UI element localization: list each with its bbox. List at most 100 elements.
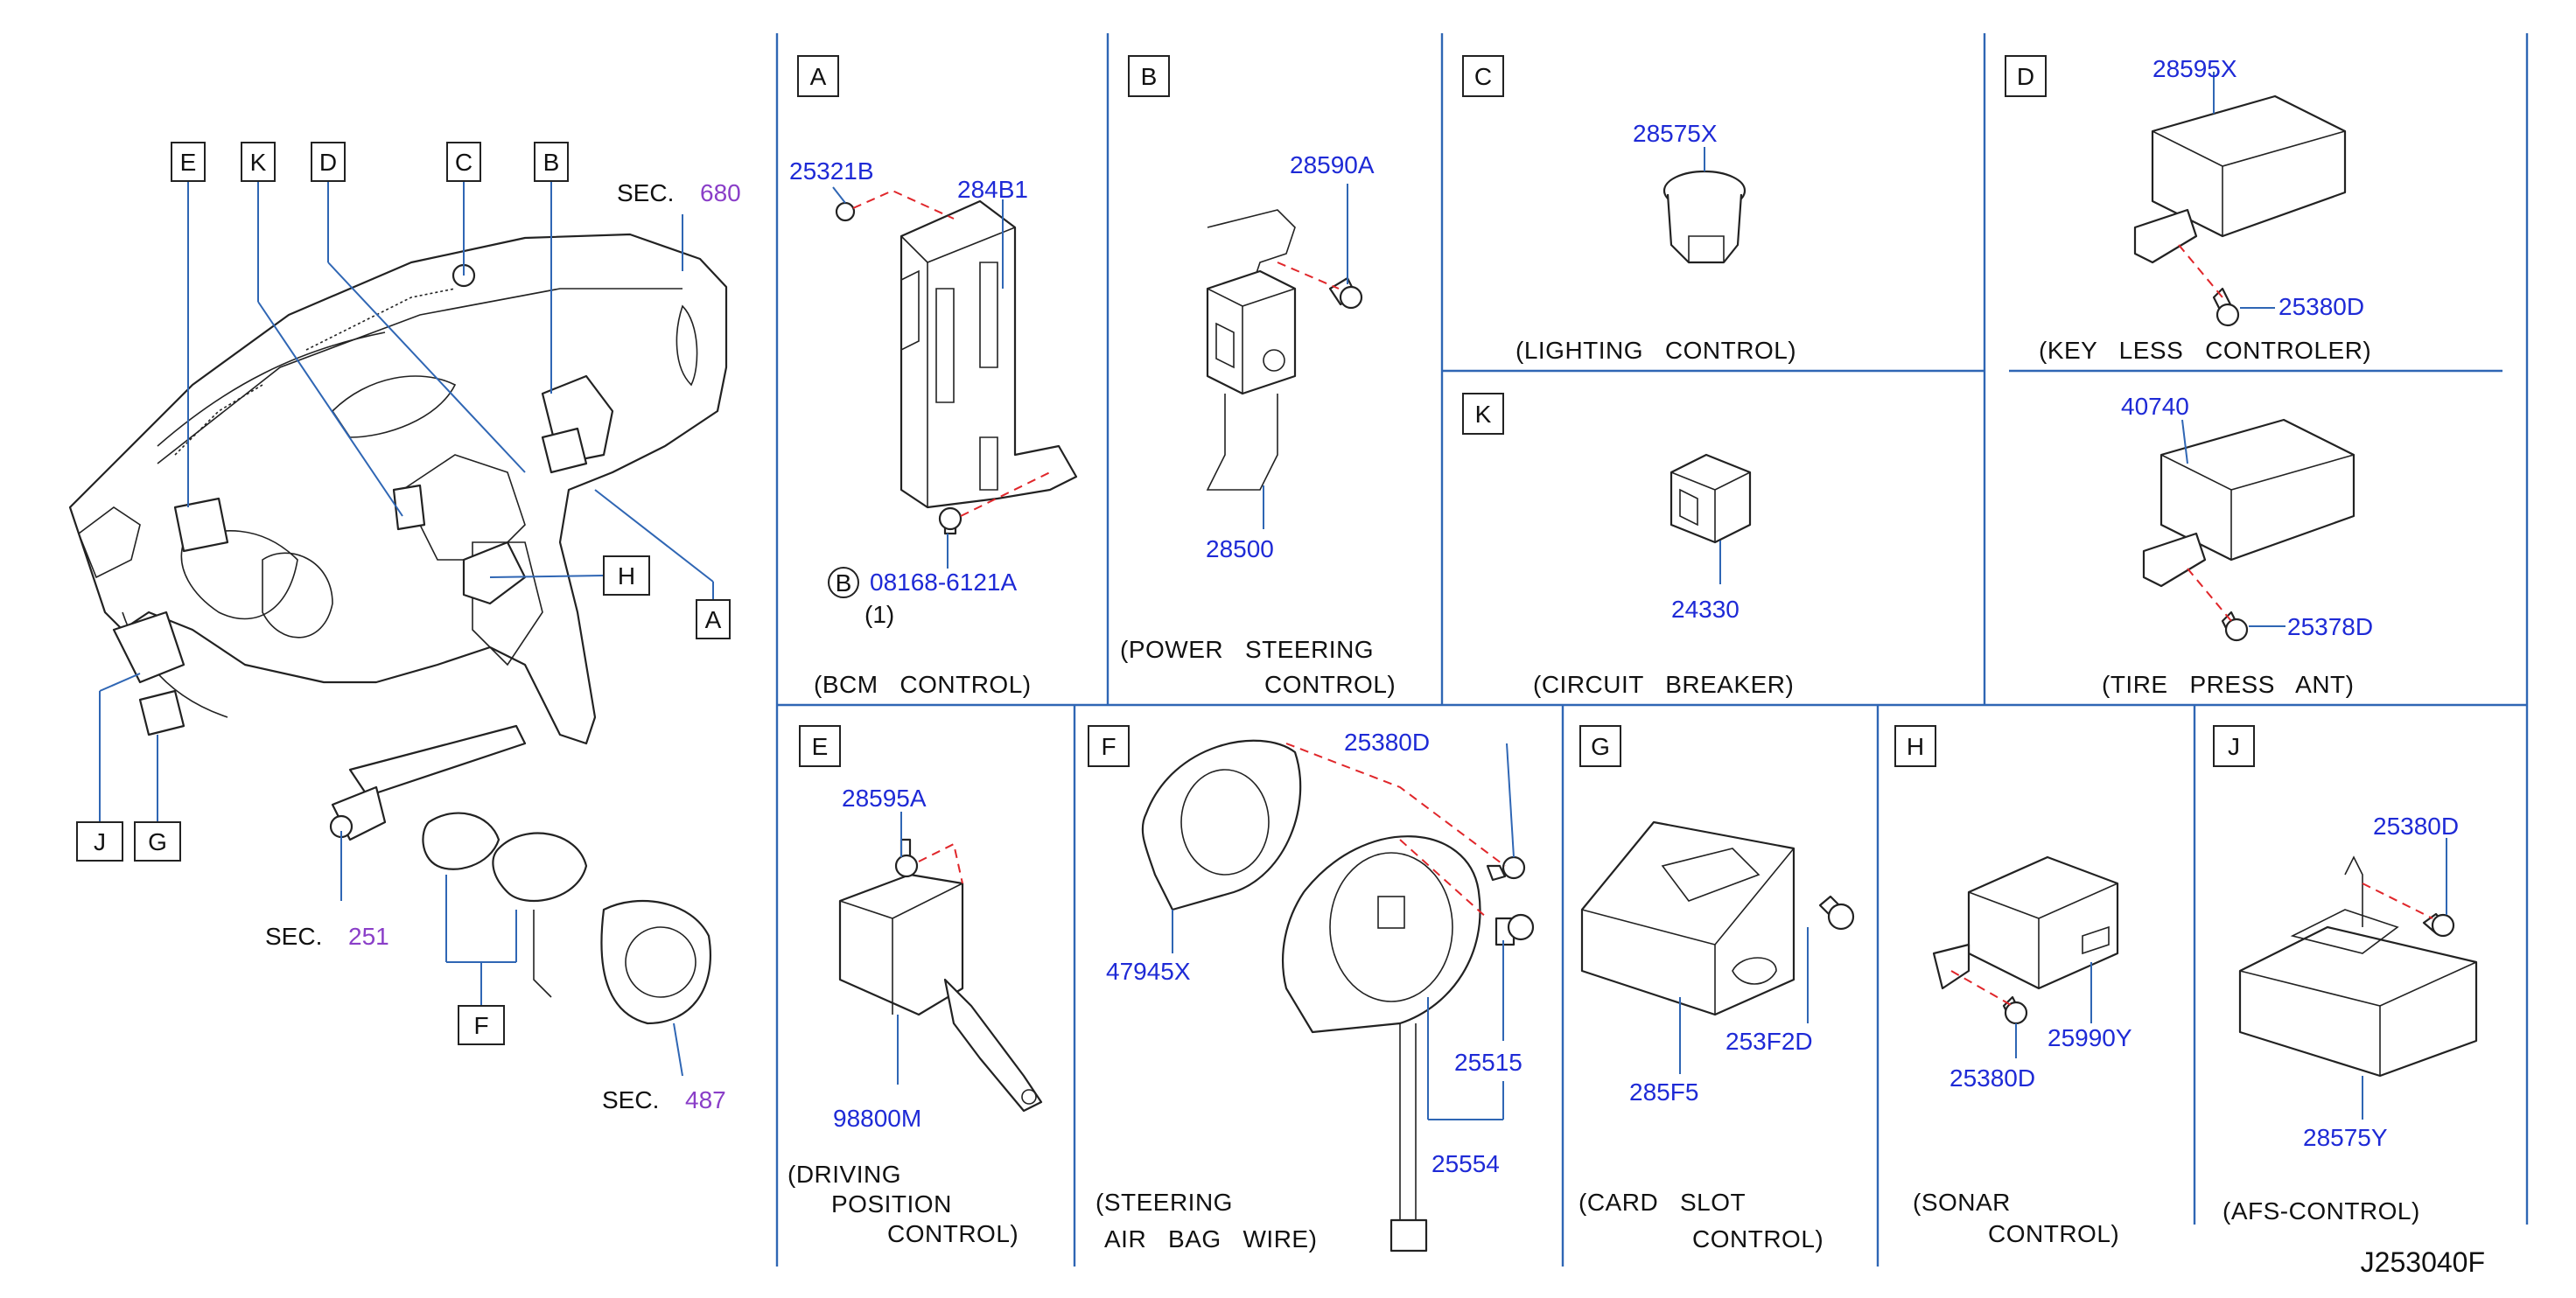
sec-487-number[interactable]: 487 — [685, 1086, 726, 1113]
callout-G[interactable]: G — [134, 821, 181, 862]
part-number[interactable]: 28590A — [1290, 151, 1375, 178]
part-number[interactable]: 25321B — [789, 157, 874, 185]
panel-caption: (LIGHTING CONTROL) — [1516, 337, 1796, 364]
afs-control-unit — [2238, 925, 2478, 1078]
part-number[interactable]: 25990Y — [2048, 1024, 2132, 1051]
panel-letter: B — [1141, 63, 1158, 90]
bolt-circle-letter: B — [836, 569, 852, 597]
panel-letter: K — [1475, 401, 1492, 428]
callout-A[interactable]: A — [696, 599, 731, 639]
part-number[interactable]: 98800M — [833, 1105, 921, 1132]
panel-letter: H — [1907, 733, 1924, 760]
bolt-circle-symbol — [828, 567, 859, 598]
circuit-breaker — [1670, 453, 1752, 544]
power-steering-module — [1206, 269, 1297, 395]
svg-text:K: K — [250, 149, 267, 176]
card-slot-unit — [1580, 820, 1796, 1016]
panel-caption: POSITION — [831, 1190, 952, 1218]
panel-letter: D — [2017, 63, 2034, 90]
part-number[interactable]: 25380D — [1344, 729, 1430, 756]
panel-caption: CONTROL) — [887, 1220, 1018, 1247]
part-number[interactable]: 285F5 — [1629, 1078, 1698, 1106]
sec-487-prefix: SEC. — [602, 1086, 659, 1113]
sec-680-number[interactable]: 680 — [700, 179, 741, 206]
part-number[interactable]: 25378D — [2287, 613, 2373, 640]
sec-251-prefix: SEC. — [265, 923, 322, 950]
panel-D: D 28595X 25380D (KEY LESS CONTROLER) 407… — [2005, 55, 2373, 698]
part-number[interactable]: 28595A — [842, 785, 927, 812]
part-number[interactable]: 25380D — [1950, 1064, 2035, 1092]
sec-251-number[interactable]: 251 — [348, 923, 389, 950]
svg-text:G: G — [148, 828, 167, 855]
svg-text:B: B — [543, 149, 560, 176]
quantity-label: (1) — [864, 601, 894, 628]
panel-B: B 28590A 28500 (POWER STEERING CONTROL) — [1120, 55, 1396, 698]
part-number[interactable]: 08168-6121A — [870, 569, 1017, 596]
part-number[interactable]: 25380D — [2278, 293, 2364, 320]
panel-caption: (SONAR — [1913, 1189, 2011, 1216]
svg-text:H: H — [618, 562, 635, 590]
clock-spring — [1281, 835, 1481, 1034]
callout-K[interactable]: K — [241, 142, 276, 182]
part-number[interactable]: 40740 — [2121, 393, 2189, 420]
panel-A: A 25321B 284B1 B 08168-6121A (1) (BCM CO… — [789, 55, 1078, 698]
svg-text:J: J — [94, 828, 106, 855]
svg-text:D: D — [319, 149, 337, 176]
panel-C: C 28575X (LIGHTING CONTROL) — [1462, 55, 1796, 364]
callout-J[interactable]: J — [76, 821, 123, 862]
panel-G: G 253F2D 285F5 (CARD SLOT CONTROL) — [1578, 725, 1855, 1253]
sonar-control-unit — [1967, 855, 2119, 990]
part-number[interactable]: 284B1 — [957, 176, 1028, 203]
panel-caption: CONTROL) — [1988, 1220, 2119, 1247]
panel-F: F 25380D 47945X 25515 25554 (STEERING AI… — [1088, 725, 1535, 1253]
part-number[interactable]: 28575Y — [2303, 1124, 2388, 1151]
svg-text:A: A — [705, 606, 722, 633]
callout-H[interactable]: H — [603, 555, 650, 596]
panel-caption: (CARD SLOT — [1578, 1189, 1746, 1216]
keyless-controller — [2151, 94, 2347, 238]
panel-caption: AIR BAG WIRE) — [1104, 1225, 1317, 1253]
callout-E[interactable]: E — [171, 142, 206, 182]
panel-letter: F — [1101, 733, 1116, 760]
callout-F[interactable]: F — [458, 1005, 505, 1045]
panel-caption: (KEY LESS CONTROLER) — [2039, 337, 2371, 364]
panel-caption: (POWER STEERING — [1120, 636, 1374, 663]
driving-position-module — [838, 873, 964, 1016]
panel-grid — [775, 33, 2529, 1267]
panel-K: K 24330 (CIRCUIT BREAKER) — [1462, 393, 1794, 698]
callout-B[interactable]: B — [534, 142, 569, 182]
panel-caption: CONTROL) — [1264, 671, 1396, 698]
svg-text:E: E — [180, 149, 197, 176]
panel-letter: J — [2228, 733, 2240, 760]
panel-caption: (BCM CONTROL) — [814, 671, 1032, 698]
part-number[interactable]: 25380D — [2373, 813, 2459, 840]
sec-680-prefix: SEC. — [617, 179, 674, 206]
panel-letter-box — [797, 55, 839, 97]
panel-caption: (TIRE PRESS ANT) — [2102, 671, 2354, 698]
svg-text:F: F — [473, 1012, 488, 1039]
callout-D[interactable]: D — [311, 142, 346, 182]
part-number[interactable]: 47945X — [1106, 958, 1191, 985]
panel-caption: (AFS-CONTROL) — [2222, 1197, 2420, 1225]
part-number[interactable]: 28575X — [1633, 120, 1718, 147]
panel-caption: CONTROL) — [1692, 1225, 1824, 1253]
panel-letter: C — [1474, 63, 1492, 90]
panel-H: H 25380D 25990Y (SONAR CONTROL) — [1894, 725, 2132, 1247]
panel-letter: A — [810, 63, 827, 90]
panel-caption: (STEERING — [1096, 1189, 1233, 1216]
part-number[interactable]: 253F2D — [1726, 1028, 1813, 1055]
callout-C[interactable]: C — [446, 142, 481, 182]
part-number[interactable]: 28595X — [2152, 55, 2237, 82]
part-number[interactable]: 25554 — [1432, 1150, 1500, 1177]
panel-letter: G — [1591, 733, 1610, 760]
svg-text:C: C — [455, 149, 472, 176]
dashboard-overview: E K D C B H A J G F SEC. 680 SEC. 251 SE… — [68, 142, 741, 1113]
part-number[interactable]: 24330 — [1671, 596, 1740, 623]
panel-caption: (CIRCUIT BREAKER) — [1533, 671, 1794, 698]
part-number[interactable]: 28500 — [1206, 535, 1274, 562]
diagram-id: J253040F — [2361, 1246, 2485, 1278]
part-number[interactable]: 25515 — [1454, 1049, 1522, 1076]
tire-pressure-antenna — [2160, 418, 2356, 562]
panel-J: J 25380D 28575Y (AFS-CONTROL) — [2213, 725, 2478, 1225]
panel-letter: E — [812, 733, 829, 760]
